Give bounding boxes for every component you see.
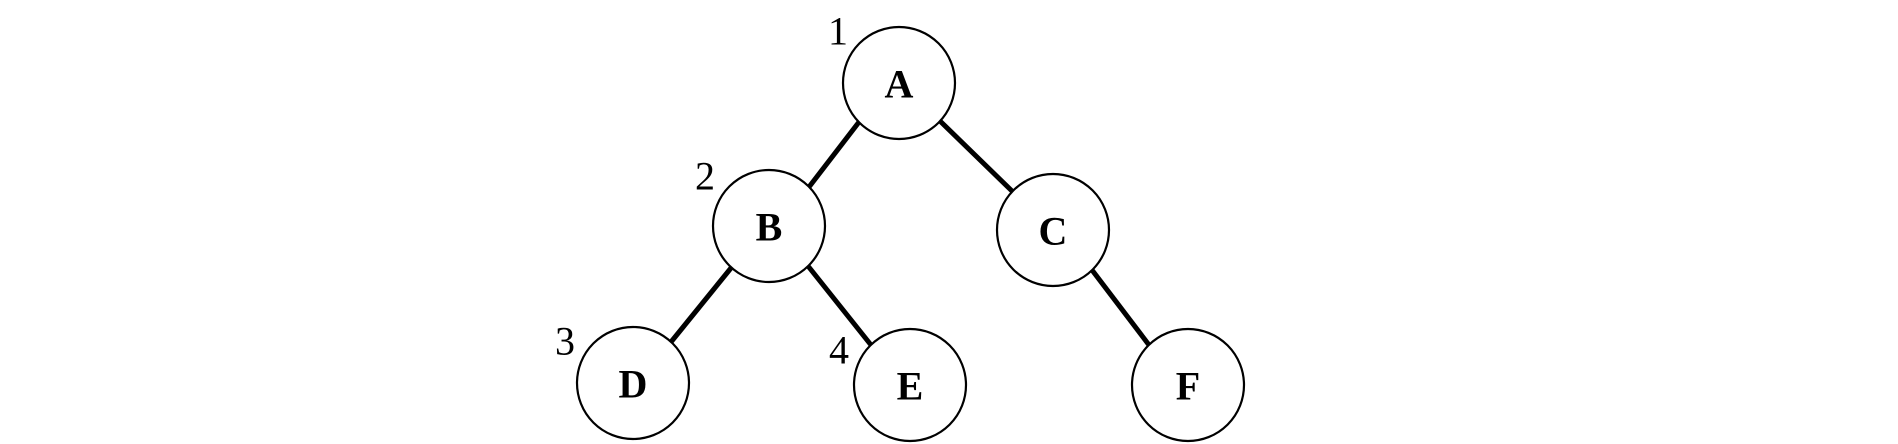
tree-node-d[interactable]: D [575,325,691,441]
node-label-c: C [1039,209,1068,254]
edges-group [669,119,1151,347]
node-circle-c [995,172,1111,288]
node-circle-d [575,325,691,441]
traversal-order-label-a: 1 [828,9,848,54]
node-label-b: B [756,205,783,250]
node-circle-e [852,327,968,443]
order-labels-group: 1 2 3 4 [555,9,849,373]
edge-b-e [806,264,873,347]
edge-b-d [669,266,733,344]
tree-node-f[interactable]: F [1130,327,1246,443]
node-label-d: D [619,362,648,407]
tree-node-b[interactable]: B [711,168,827,284]
tree-node-a[interactable]: A [841,25,957,141]
traversal-order-label-d: 3 [555,319,575,364]
edge-a-c [938,119,1015,194]
edge-c-f [1090,268,1151,347]
node-circle-b [711,168,827,284]
node-label-f: F [1176,364,1200,409]
node-circle-f [1130,327,1246,443]
node-label-e: E [897,364,924,409]
traversal-order-label-b: 2 [695,154,715,199]
node-circle-a [841,25,957,141]
edge-a-b [807,120,861,189]
tree-node-e[interactable]: E [852,327,968,443]
nodes-group: A B C D E F [575,25,1246,443]
tree-node-c[interactable]: C [995,172,1111,288]
node-label-a: A [885,62,914,107]
traversal-order-label-e: 4 [829,328,849,373]
